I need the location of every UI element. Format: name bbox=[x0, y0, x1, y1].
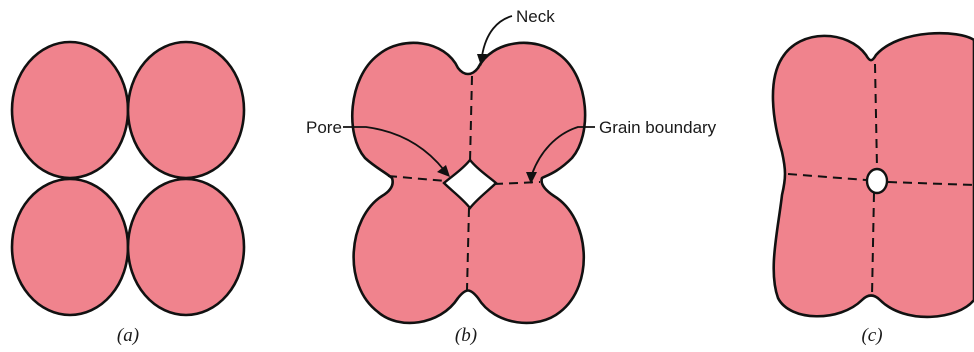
caption-c: (c) bbox=[861, 325, 882, 346]
caption-a: (a) bbox=[117, 325, 139, 346]
particle-bottom-left bbox=[12, 179, 128, 315]
grain-boundary-label: Grain boundary bbox=[599, 118, 717, 137]
particle-top-left bbox=[12, 42, 128, 178]
panel-b: Neck Pore Grain boundary (b) bbox=[306, 7, 717, 346]
small-pore bbox=[867, 169, 887, 193]
panel-c: (c) bbox=[773, 33, 974, 346]
neck-label: Neck bbox=[516, 7, 555, 26]
particle-top-right bbox=[128, 42, 244, 178]
panel-a: (a) bbox=[12, 42, 244, 346]
particle-bottom-right bbox=[128, 179, 244, 315]
pore-label: Pore bbox=[306, 118, 342, 137]
caption-b: (b) bbox=[455, 325, 477, 346]
